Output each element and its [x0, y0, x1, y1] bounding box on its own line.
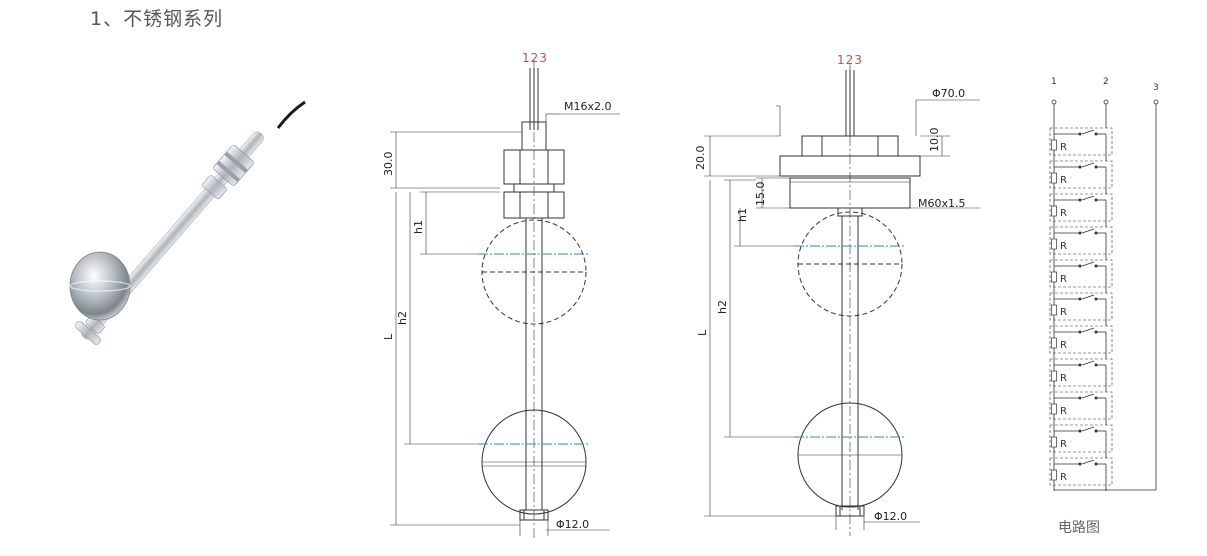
- terminal-1-label: 1: [1051, 77, 1057, 87]
- circuit-stage: R: [1049, 325, 1113, 359]
- terminal-3-label: 3: [1153, 83, 1159, 93]
- h2-label: h2: [396, 311, 409, 325]
- circuit-caption: 电路图: [1058, 520, 1100, 536]
- resistor-label: R: [1060, 175, 1067, 186]
- circuit-stage: R: [1049, 424, 1113, 458]
- resistor-label: R: [1060, 472, 1067, 483]
- circuit-stage: R: [1049, 292, 1113, 326]
- resistor-label: R: [1060, 142, 1067, 153]
- flange-thickness-label: 10.0: [928, 128, 941, 153]
- length-label: L: [382, 333, 395, 340]
- circuit-stage: R: [1049, 226, 1113, 260]
- resistor-label: R: [1060, 439, 1067, 450]
- length-label: L: [696, 329, 709, 336]
- tip-diameter-label: Φ12.0: [556, 518, 589, 531]
- circuit-stage: R: [1049, 457, 1113, 491]
- circuit-stage: R: [1049, 391, 1113, 425]
- terminal-2-label: 2: [1103, 77, 1109, 87]
- thread-label: M16x2.0: [564, 100, 612, 113]
- circuit-stage: R: [1049, 193, 1113, 227]
- resistor-label: R: [1060, 241, 1067, 252]
- tip-diameter-label: Φ12.0: [874, 510, 907, 523]
- resistor-label: R: [1060, 307, 1067, 318]
- flange-diameter-label: Φ70.0: [932, 87, 965, 100]
- resistor-label: R: [1060, 406, 1067, 417]
- thread-label: M60x1.5: [918, 197, 966, 210]
- wire-label: 123: [522, 51, 548, 65]
- circuit-stage: R: [1049, 259, 1113, 293]
- h2-label: h2: [716, 300, 729, 314]
- height-top-label: 20.0: [694, 146, 707, 171]
- thread-height-label: 15.0: [754, 182, 767, 207]
- resistor-label: R: [1060, 274, 1067, 285]
- dimension-drawing-1: 123 M16x2.0 30.0 h1 h2 L Φ12.0: [382, 51, 620, 540]
- height-top-label: 30.0: [382, 152, 395, 177]
- product-photo: [69, 100, 306, 345]
- resistor-label: R: [1060, 208, 1067, 219]
- circuit-stage: R: [1049, 127, 1113, 161]
- h1-label: h1: [736, 208, 749, 222]
- dimension-drawing-2: 123 Φ70.0 10.0 20.0 15.0 M60x1.5 h1 h2 L…: [694, 53, 980, 536]
- circuit-diagram: 1 2 3 R R R R R R R R R R R: [1049, 77, 1159, 491]
- resistor-label: R: [1060, 373, 1067, 384]
- resistor-label: R: [1060, 340, 1067, 351]
- circuit-stage: R: [1049, 358, 1113, 392]
- circuit-stage: R: [1049, 160, 1113, 194]
- h1-label: h1: [412, 220, 425, 234]
- wire-label: 123: [837, 53, 863, 67]
- section-heading: 1、不锈钢系列: [90, 8, 224, 30]
